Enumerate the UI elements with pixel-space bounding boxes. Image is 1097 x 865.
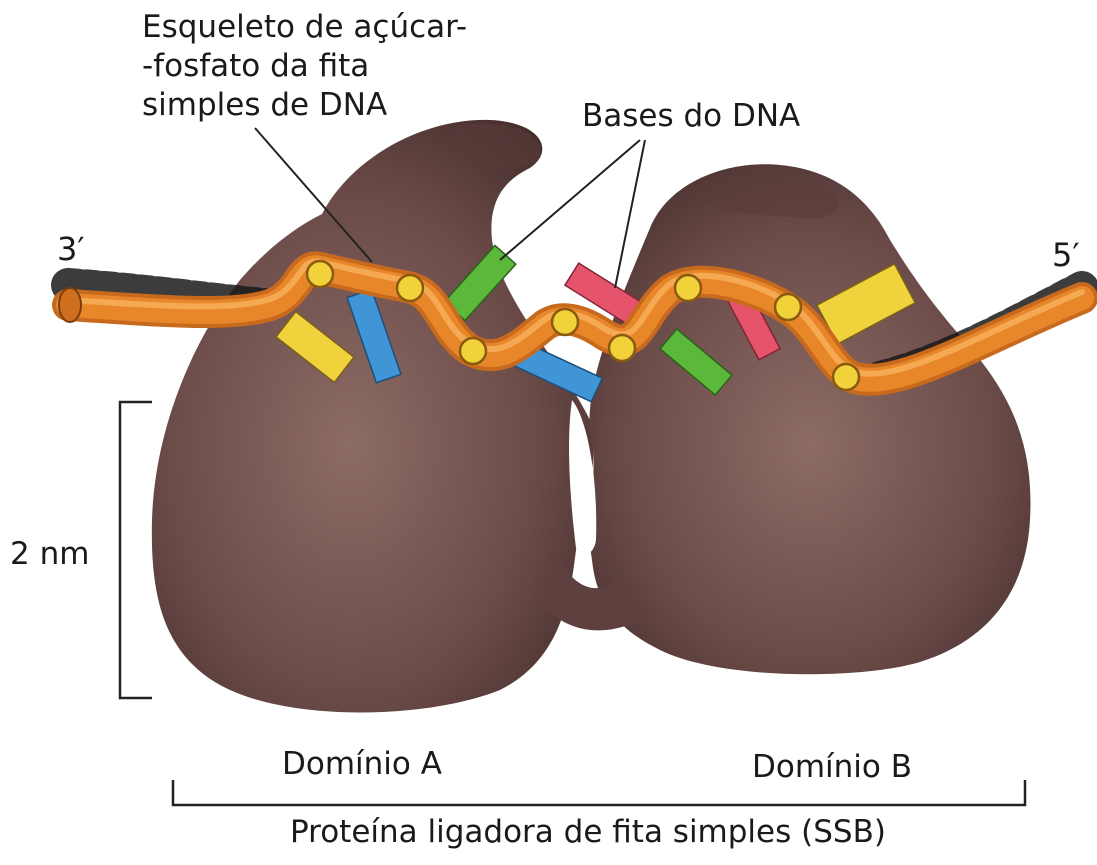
phosphate-circle — [609, 335, 635, 361]
scale-bracket — [120, 402, 152, 698]
protein-label: Proteína ligadora de fita simples (SSB) — [290, 813, 886, 852]
backbone-label-line-2: -fosfato da fita — [142, 47, 467, 86]
dna-3-end-cap — [59, 288, 81, 322]
backbone-label-line-1: Esqueleto de açúcar- — [142, 8, 467, 47]
five-prime-label: 5′ — [1052, 236, 1080, 275]
phosphate-circle — [675, 275, 701, 301]
backbone-label: Esqueleto de açúcar- -fosfato da fita si… — [142, 8, 467, 125]
phosphate-circle — [833, 364, 859, 390]
phosphate-circle — [775, 294, 801, 320]
bases-label: Bases do DNA — [582, 97, 800, 136]
domain-a-label: Domínio A — [282, 745, 442, 784]
three-prime-label: 3′ — [57, 230, 85, 269]
phosphate-circle — [460, 338, 486, 364]
scale-label: 2 nm — [10, 535, 89, 574]
domain-b-label: Domínio B — [752, 748, 912, 787]
phosphate-circle — [397, 275, 423, 301]
phosphate-circle — [307, 261, 333, 287]
backbone-label-line-3: simples de DNA — [142, 86, 467, 125]
protein-domain-b — [590, 164, 1031, 674]
protein-domain-a — [152, 120, 593, 713]
phosphate-circle — [552, 309, 578, 335]
